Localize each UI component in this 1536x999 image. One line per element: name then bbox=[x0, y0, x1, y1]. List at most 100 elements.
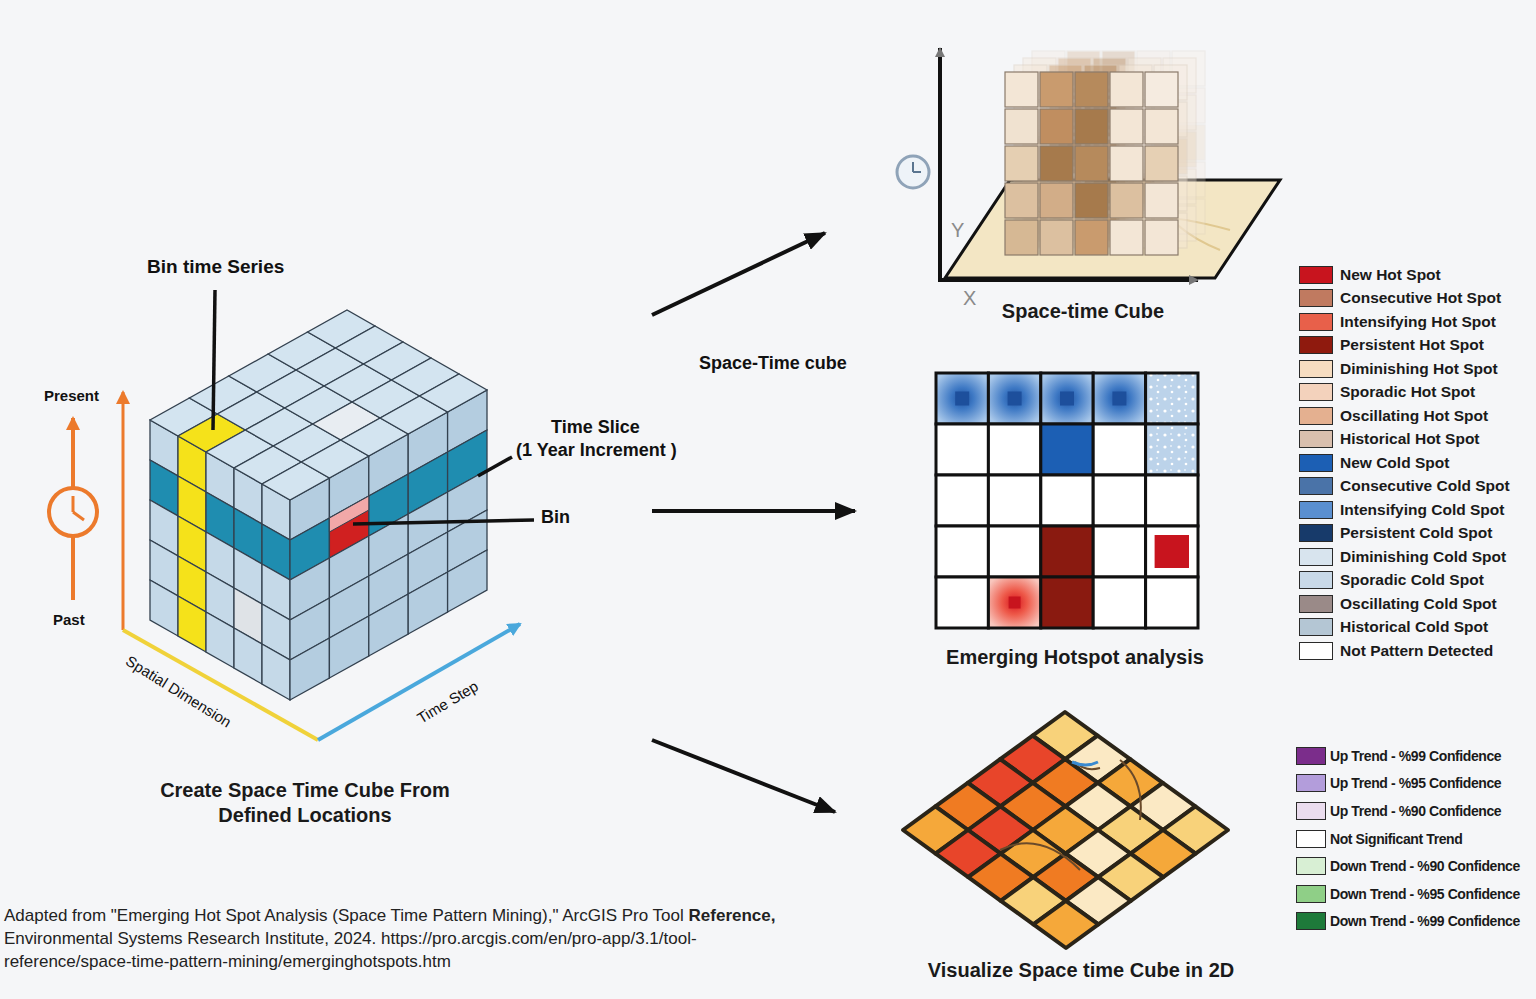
legend-swatch bbox=[1299, 571, 1333, 589]
legend-row: Up Trend - %90 Confidence bbox=[1296, 797, 1520, 825]
legend-text: Intensifying Hot Spot bbox=[1340, 313, 1496, 331]
axis-letter: Y bbox=[951, 219, 964, 242]
cube-bin bbox=[150, 580, 178, 636]
new-hot-spot-mark bbox=[1155, 535, 1189, 568]
hotspot-bin bbox=[936, 424, 988, 475]
hotspot-bin bbox=[988, 577, 1040, 628]
intensity-core bbox=[1008, 392, 1022, 406]
hotspot-bin bbox=[1146, 526, 1198, 577]
legend-row: Diminishing Cold Spot bbox=[1299, 545, 1510, 569]
space-time-cube-3d bbox=[150, 310, 487, 700]
legend-text: Down Trend - %95 Confidence bbox=[1330, 886, 1520, 902]
panel-node: Emerging Hotspot analysis bbox=[855, 360, 1235, 675]
leader-lines bbox=[213, 290, 534, 524]
legend-text: Intensifying Cold Spot bbox=[1340, 501, 1504, 519]
cube-bin bbox=[1110, 183, 1143, 218]
callout-label: Time Slice bbox=[551, 417, 640, 438]
legend-text: Consecutive Hot Spot bbox=[1340, 289, 1501, 307]
legend-swatch bbox=[1296, 912, 1326, 930]
legend-swatch bbox=[1296, 747, 1326, 765]
legend-row: Down Trend - %95 Confidence bbox=[1296, 880, 1520, 908]
hotspot-bin bbox=[1146, 577, 1198, 628]
cube-bin bbox=[1075, 72, 1108, 107]
y-axis bbox=[938, 48, 942, 282]
panel-caption: Emerging Hotspot analysis bbox=[915, 645, 1235, 670]
legend-text: Historical Hot Spot bbox=[1340, 430, 1480, 448]
legend-text: Up Trend - %99 Confidence bbox=[1330, 748, 1501, 764]
flow-arrow bbox=[652, 233, 825, 315]
legend-swatch bbox=[1299, 313, 1333, 331]
reference-text: Adapted from "Emerging Hot Spot Analysis… bbox=[4, 906, 684, 925]
legend-row: Consecutive Hot Spot bbox=[1299, 287, 1510, 311]
legend-row: Oscillating Cold Spot bbox=[1299, 592, 1510, 616]
legend-row: Historical Cold Spot bbox=[1299, 616, 1510, 640]
hotspot-bin bbox=[936, 526, 988, 577]
hotspot-bin bbox=[1093, 526, 1145, 577]
intensity-core bbox=[1009, 597, 1021, 609]
legend-row: Intensifying Hot Spot bbox=[1299, 310, 1510, 334]
cube-bin bbox=[1005, 220, 1038, 255]
reference-text: Reference, bbox=[689, 906, 776, 925]
legend-swatch bbox=[1299, 336, 1333, 354]
panel-node: Space-time Cube bbox=[825, 40, 1285, 330]
legend-text: Not Pattern Detected bbox=[1340, 642, 1493, 660]
legend-row: Down Trend - %99 Confidence bbox=[1296, 908, 1520, 936]
legend-swatch bbox=[1296, 774, 1326, 792]
axis-label: Past bbox=[53, 611, 85, 628]
hotspot-legend: New Hot SpotConsecutive Hot SpotIntensif… bbox=[1299, 263, 1510, 663]
cube-bin bbox=[262, 644, 290, 700]
hotspot-bin bbox=[1041, 424, 1093, 475]
legend-swatch bbox=[1299, 266, 1333, 284]
legend-row: New Hot Spot bbox=[1299, 263, 1510, 287]
cube-bin bbox=[178, 596, 206, 652]
cube-bin bbox=[1110, 72, 1143, 107]
legend-row: Historical Hot Spot bbox=[1299, 428, 1510, 452]
hotspot-bin bbox=[1093, 373, 1145, 424]
legend-text: Down Trend - %99 Confidence bbox=[1330, 913, 1520, 929]
legend-swatch bbox=[1299, 524, 1333, 542]
legend-text: New Hot Spot bbox=[1340, 266, 1441, 284]
hotspot-bin bbox=[988, 373, 1040, 424]
legend-swatch bbox=[1299, 642, 1333, 660]
hotspot-bin bbox=[1093, 475, 1145, 526]
space-time-cube-bins bbox=[1005, 51, 1205, 255]
clock-icon bbox=[897, 156, 929, 188]
legend-row: Persistent Hot Spot bbox=[1299, 334, 1510, 358]
legend-text: Not Significant Trend bbox=[1330, 831, 1462, 847]
cube-bin bbox=[1145, 109, 1178, 144]
legend-text: New Cold Spot bbox=[1340, 454, 1449, 472]
axis-letter: X bbox=[963, 287, 976, 310]
edge-label: Space-Time cube bbox=[697, 353, 849, 374]
legend-row: Intensifying Cold Spot bbox=[1299, 498, 1510, 522]
hotspot-bin bbox=[1041, 373, 1093, 424]
panel-caption: Space-time Cube bbox=[943, 299, 1223, 324]
legend-row: Consecutive Cold Spot bbox=[1299, 475, 1510, 499]
bin-highlight bbox=[329, 496, 368, 532]
legend-text: Consecutive Cold Spot bbox=[1340, 477, 1510, 495]
legend-swatch bbox=[1299, 430, 1333, 448]
axis-label: Spatial Dimension bbox=[123, 652, 235, 730]
hotspot-bin bbox=[1146, 475, 1198, 526]
cube-bin bbox=[1075, 109, 1108, 144]
x-axis bbox=[938, 278, 1198, 282]
legend-text: Diminishing Cold Spot bbox=[1340, 548, 1506, 566]
axis-label: Time Step bbox=[414, 677, 481, 726]
map-features bbox=[1000, 760, 1141, 870]
cube-bin bbox=[420, 374, 487, 412]
2d-trend-map bbox=[903, 712, 1228, 948]
flow-arrow bbox=[652, 509, 855, 513]
legend-swatch bbox=[1299, 407, 1333, 425]
legend-text: Up Trend - %90 Confidence bbox=[1330, 803, 1501, 819]
map-water bbox=[1072, 762, 1098, 765]
hotspot-bin bbox=[936, 373, 988, 424]
axis-label: Present bbox=[44, 387, 99, 404]
hotspot-bin bbox=[1146, 424, 1198, 475]
cube-bin bbox=[234, 628, 262, 684]
legend-row: Down Trend - %90 Confidence bbox=[1296, 852, 1520, 880]
cube-bin bbox=[1040, 72, 1073, 107]
legend-row: New Cold Spot bbox=[1299, 451, 1510, 475]
cube-bin bbox=[1110, 220, 1143, 255]
legend-row: Not Pattern Detected bbox=[1299, 639, 1510, 663]
hotspot-bin bbox=[1041, 475, 1093, 526]
